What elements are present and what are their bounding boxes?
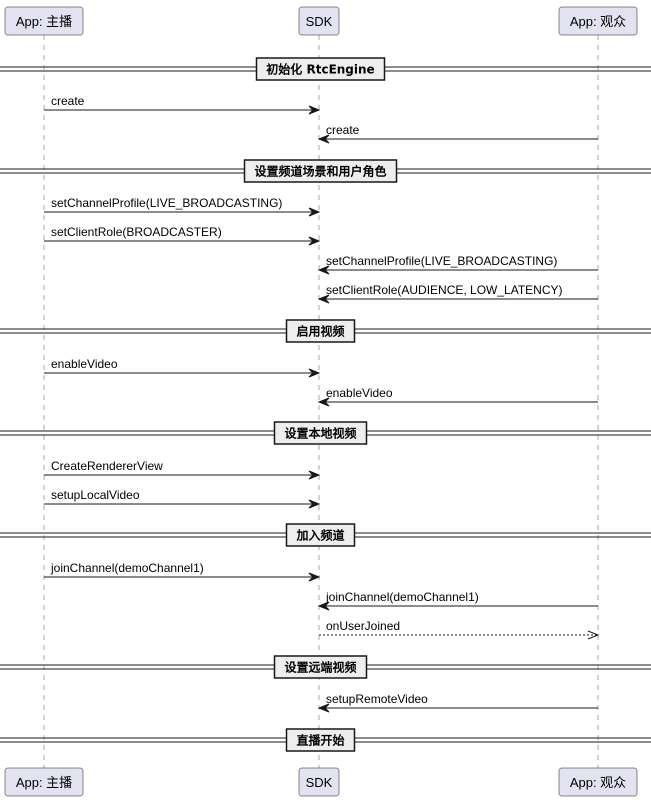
participant-label: SDK — [306, 775, 333, 790]
message-host-to-sdk: create — [44, 94, 321, 115]
section-divider: 直播开始 — [0, 728, 651, 752]
message-audience-to-sdk: enableVideo — [317, 386, 598, 407]
divider-label-box — [285, 728, 356, 752]
message-label: enableVideo — [326, 386, 393, 400]
participant-box — [558, 6, 638, 36]
divider-label: 启用视频 — [296, 324, 344, 339]
filled-arrowhead — [317, 703, 330, 713]
message-audience-to-sdk: create — [317, 123, 598, 144]
open-arrowhead — [587, 630, 600, 640]
participant-box — [4, 767, 84, 797]
divider-label: 直播开始 — [296, 733, 344, 748]
participant-heads-top: App: 主播 SDK App: 观众 — [4, 6, 638, 36]
filled-arrowhead — [308, 105, 321, 115]
participant-box — [558, 767, 638, 797]
filled-arrowhead — [308, 572, 321, 582]
participant-host-top: App: 主播 — [4, 6, 84, 36]
message-host-to-sdk: joinChannel(demoChannel1) — [44, 561, 321, 582]
section-divider: 设置远端视频 — [0, 655, 651, 679]
message-label: enableVideo — [51, 357, 118, 371]
participant-sdk-top: SDK — [298, 6, 340, 36]
participant-audience-bottom: App: 观众 — [558, 767, 638, 797]
message-label: onUserJoined — [326, 619, 400, 633]
section-divider: 加入频道 — [0, 523, 651, 547]
message-label: CreateRendererView — [51, 459, 163, 473]
section-divider: 设置频道场景和用户角色 — [0, 159, 651, 183]
filled-arrowhead — [308, 207, 321, 217]
message-label: setChannelProfile(LIVE_BROADCASTING) — [51, 196, 282, 210]
filled-arrowhead — [308, 368, 321, 378]
message-audience-to-sdk: joinChannel(demoChannel1) — [317, 590, 598, 611]
filled-arrowhead — [308, 236, 321, 246]
participant-label: SDK — [306, 14, 333, 29]
message-label: setClientRole(AUDIENCE, LOW_LATENCY) — [326, 283, 563, 297]
message-label: create — [326, 123, 360, 137]
message-label: joinChannel(demoChannel1) — [50, 561, 204, 575]
participant-label: App: 主播 — [16, 14, 72, 29]
message-label: setupLocalVideo — [51, 488, 140, 502]
participant-box — [4, 6, 84, 36]
participant-sdk-bottom: SDK — [298, 767, 340, 797]
section-divider: 设置本地视频 — [0, 421, 651, 445]
divider-label: 初始化 RtcEngine — [266, 62, 374, 77]
participant-audience-top: App: 观众 — [558, 6, 638, 36]
message-audience-to-sdk: setupRemoteVideo — [317, 692, 598, 713]
divider-label: 设置频道场景和用户角色 — [254, 164, 386, 179]
filled-arrowhead — [308, 470, 321, 480]
message-sdk-to-audience: onUserJoined — [319, 619, 600, 640]
message-audience-to-sdk: setClientRole(AUDIENCE, LOW_LATENCY) — [317, 283, 598, 304]
message-host-to-sdk: CreateRendererView — [44, 459, 321, 480]
message-audience-to-sdk: setChannelProfile(LIVE_BROADCASTING) — [317, 254, 598, 275]
lifelines — [43, 35, 599, 768]
message-host-to-sdk: enableVideo — [44, 357, 321, 378]
filled-arrowhead — [317, 397, 330, 407]
participant-box — [298, 6, 340, 36]
message-label: setupRemoteVideo — [326, 692, 428, 706]
participant-box — [298, 767, 340, 797]
participant-label: App: 主播 — [16, 775, 72, 790]
filled-arrowhead — [317, 294, 330, 304]
divider-label-box — [273, 421, 368, 445]
section-divider: 初始化 RtcEngine — [0, 57, 651, 81]
divider-label-box — [273, 655, 368, 679]
divider-label-box — [285, 523, 356, 547]
message-host-to-sdk: setupLocalVideo — [44, 488, 321, 509]
divider-label-box — [243, 159, 398, 183]
section-divider: 启用视频 — [0, 319, 651, 343]
participant-label: App: 观众 — [570, 14, 626, 29]
filled-arrowhead — [317, 134, 330, 144]
participant-host-bottom: App: 主播 — [4, 767, 84, 797]
filled-arrowhead — [317, 265, 330, 275]
participant-label: App: 观众 — [570, 775, 626, 790]
divider-label-box — [255, 57, 386, 81]
participant-heads-bottom: App: 主播 SDK App: 观众 — [4, 767, 638, 797]
message-label: setClientRole(BROADCASTER) — [51, 225, 222, 239]
divider-label: 加入频道 — [295, 528, 344, 543]
diagram-steps: 初始化 RtcEngine create create 设置频道场景和用户角色 setC… — [0, 57, 651, 752]
message-label: setChannelProfile(LIVE_BROADCASTING) — [326, 254, 557, 268]
filled-arrowhead — [308, 499, 321, 509]
divider-label-box — [285, 319, 356, 343]
divider-label: 设置本地视频 — [284, 426, 356, 441]
message-host-to-sdk: setClientRole(BROADCASTER) — [44, 225, 321, 246]
filled-arrowhead — [317, 601, 330, 611]
message-label: joinChannel(demoChannel1) — [325, 590, 479, 604]
divider-label: 设置远端视频 — [284, 660, 356, 675]
message-label: create — [51, 94, 85, 108]
message-host-to-sdk: setChannelProfile(LIVE_BROADCASTING) — [44, 196, 321, 217]
